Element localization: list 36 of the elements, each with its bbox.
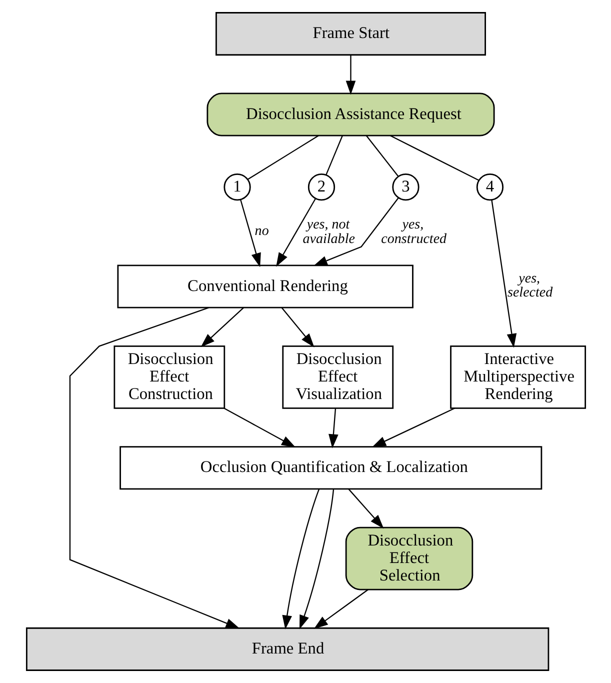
edge-label: yes, not available [302,216,354,247]
node-circle: 3 [392,174,419,201]
node-box: Occlusion Quantification & Localization [119,446,542,490]
edge-label: no [254,223,268,240]
arrow [312,198,398,266]
connector [390,135,478,181]
node-box: Disocclusion Assistance Request [206,92,494,136]
edge-label: yes, constructed [380,216,446,247]
node-circle: 2 [307,174,335,201]
arrow [223,408,296,448]
arrow [328,408,338,448]
node-box: Disocclusion Effect Selection [344,526,473,590]
edge-label: yes, selected [507,270,552,301]
arrow [345,55,356,95]
node-circle: 1 [223,174,250,201]
arrow [68,307,240,629]
arrow [280,307,314,348]
node-box: Frame End [25,627,549,671]
arrow [276,198,316,267]
node-circle: 4 [476,174,504,201]
node-box: Disocclusion Effect Visualization [282,345,394,409]
node-box: Interactive Multiperspective Rendering [450,345,586,409]
node-box: Conventional Rendering [116,264,413,308]
arrow [371,408,454,448]
arrow [240,200,260,268]
connector [246,135,318,180]
arrow [282,489,320,630]
node-box: Frame Start [215,12,486,56]
connector [365,135,398,177]
arrow [490,200,516,348]
node-box: Disocclusion Effect Construction [113,345,225,409]
connector [325,135,342,175]
arrow [298,489,334,630]
arrow [313,589,368,629]
arrow [348,488,384,529]
arrow [200,307,244,348]
